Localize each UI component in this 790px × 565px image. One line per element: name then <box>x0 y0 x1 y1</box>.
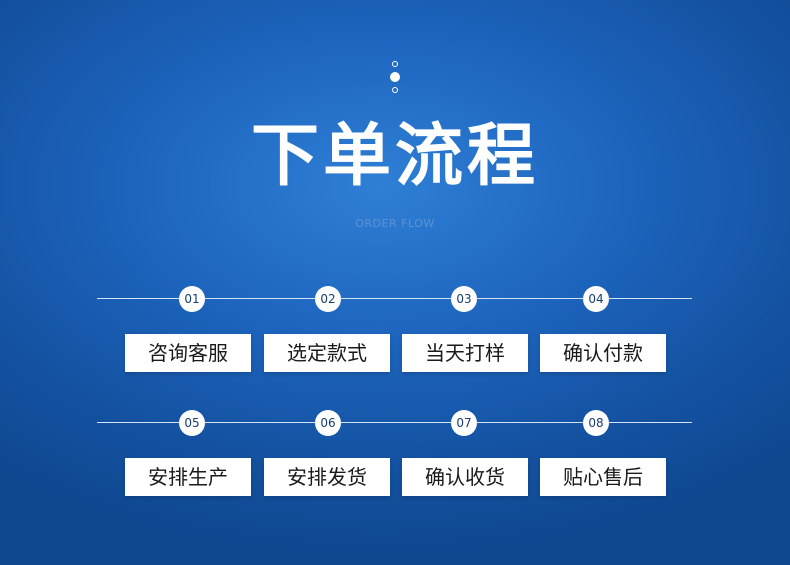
step-1-number: 01 <box>179 286 205 312</box>
step-2-box: 选定款式 <box>264 334 390 372</box>
decorative-dots-icon <box>389 60 401 96</box>
page-subtitle: ORDER FLOW <box>355 217 435 230</box>
step-4-number: 04 <box>583 286 609 312</box>
step-3-number: 03 <box>451 286 477 312</box>
step-8-box: 贴心售后 <box>540 458 666 496</box>
step-4-box: 确认付款 <box>540 334 666 372</box>
step-8-number: 08 <box>583 410 609 436</box>
dot-small-top <box>392 61 398 67</box>
page-title: 下单流程 <box>250 117 539 196</box>
step-6-number: 06 <box>315 410 341 436</box>
step-7-box: 确认收货 <box>402 458 528 496</box>
step-6-box: 安排发货 <box>264 458 390 496</box>
dot-large-middle <box>390 72 400 82</box>
dot-small-bottom <box>392 87 398 93</box>
step-2-number: 02 <box>315 286 341 312</box>
step-5-box: 安排生产 <box>125 458 251 496</box>
step-7-number: 07 <box>451 410 477 436</box>
row-1-connector-line <box>97 298 692 299</box>
step-5-number: 05 <box>179 410 205 436</box>
step-1-box: 咨询客服 <box>125 334 251 372</box>
row-2-connector-line <box>97 422 692 423</box>
step-3-box: 当天打样 <box>402 334 528 372</box>
